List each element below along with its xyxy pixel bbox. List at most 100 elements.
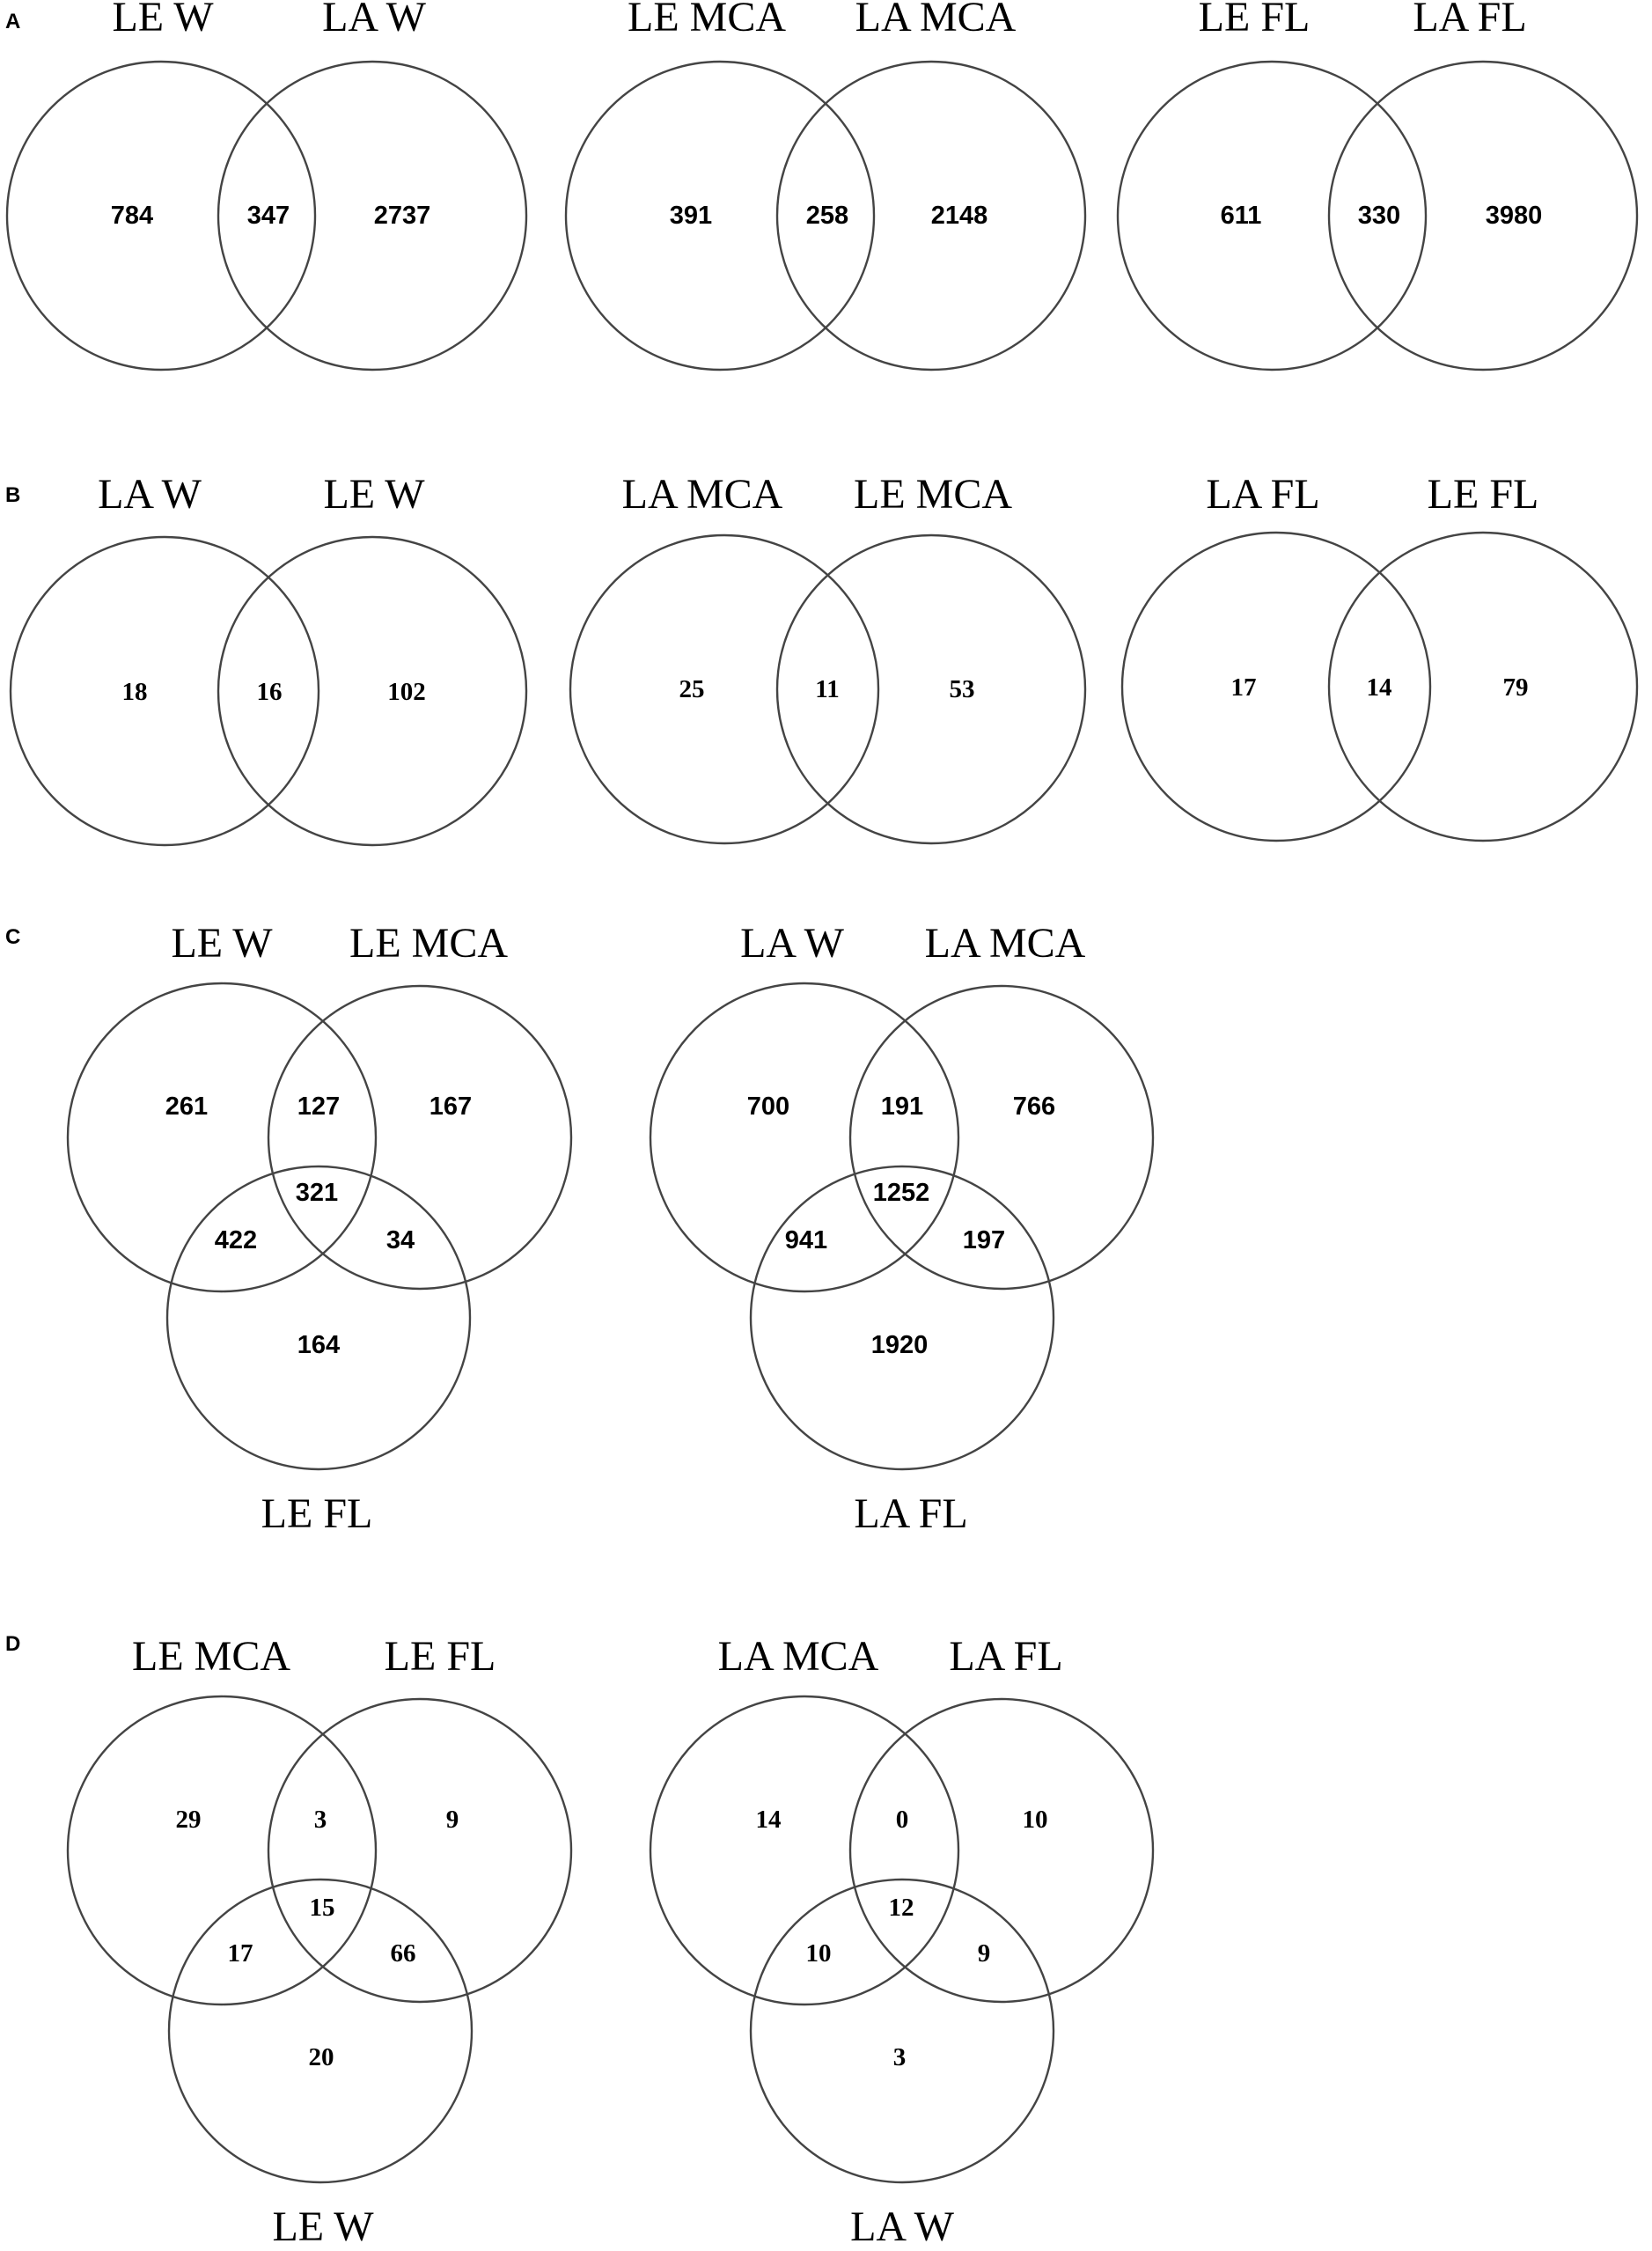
venn-d2-count-a: 14 — [756, 1806, 782, 1834]
venn-c2-count-abc: 1252 — [873, 1179, 930, 1207]
venn-a3-label-left: LE FL — [1199, 0, 1311, 40]
venn-d2-circle-bottom — [749, 1878, 1055, 2184]
venn-c1-count-bc: 34 — [386, 1226, 415, 1254]
venn-c2-count-ac: 941 — [785, 1226, 827, 1254]
venn-b3-count-right-only: 79 — [1503, 673, 1529, 702]
venn-d1-circle-bottom — [167, 1878, 474, 2184]
venn-a3-count-overlap: 330 — [1358, 202, 1400, 230]
venn-b2-label-left: LA MCA — [622, 471, 783, 518]
venn-d1-count-ac: 17 — [228, 1939, 253, 1968]
panel-b: B LA W LE W 18 16 102 LA MCA LE MCA 25 1… — [5, 471, 1639, 847]
venn-b2-circle-right — [775, 533, 1087, 845]
venn-c1-count-c: 164 — [297, 1331, 340, 1359]
venn-b1-count-right-only: 102 — [387, 678, 426, 706]
venn-b3-count-overlap: 14 — [1367, 673, 1392, 702]
venn-b2-label-right: LE MCA — [854, 471, 1012, 518]
venn-a2: LE MCA LA MCA 391 258 2148 — [564, 0, 1087, 371]
venn-b2-count-right-only: 53 — [950, 675, 975, 703]
venn-b3-label-right: LE FL — [1428, 471, 1539, 518]
venn-b1-label-right: LE W — [323, 471, 425, 518]
venn-d1-label-bottom: LE W — [272, 2203, 374, 2250]
venn-c2-count-b: 766 — [1013, 1092, 1055, 1121]
venn-c1-circle-top-left — [66, 982, 378, 1293]
venn-b1-count-overlap: 16 — [257, 678, 283, 706]
venn-b1-circle-left — [9, 535, 320, 847]
venn-a3-circle-left — [1116, 60, 1428, 371]
venn-c2-label-top-left: LA W — [740, 920, 844, 967]
venn-c2-circle-top-right — [848, 984, 1155, 1291]
venn-a2-circle-right — [775, 60, 1087, 371]
venn-b1-label-left: LA W — [98, 471, 202, 518]
venn-c1-label-top-left: LE W — [171, 920, 273, 967]
venn-a3-count-left-only: 611 — [1221, 202, 1262, 230]
venn-b2-circle-left — [569, 533, 880, 845]
venn-c2-circle-bottom — [749, 1165, 1055, 1471]
venn-a1-count-right-only: 2737 — [374, 202, 431, 230]
venn-d1-count-bc: 66 — [391, 1939, 416, 1968]
venn-c2-label-top-right: LA MCA — [925, 920, 1086, 967]
venn-d1-circle-top-right — [267, 1697, 573, 2004]
venn-c1-circle-bottom — [165, 1165, 472, 1471]
venn-c1-label-top-right: LE MCA — [349, 920, 508, 967]
venn-b2-count-left-only: 25 — [679, 675, 705, 703]
venn-d1-count-b: 9 — [446, 1806, 459, 1834]
venn-d1-count-ab: 3 — [314, 1806, 327, 1834]
venn-c1-count-ac: 422 — [215, 1226, 257, 1254]
venn-c2-count-bc: 197 — [963, 1226, 1005, 1254]
venn-d2-circle-top-right — [848, 1697, 1155, 2004]
panel-d-letter: D — [5, 1632, 20, 1656]
venn-c1-count-ab: 127 — [297, 1092, 340, 1121]
venn-c1: LE W LE MCA LE FL 261 127 167 321 422 34… — [66, 920, 573, 1537]
venn-b3-label-left: LA FL — [1206, 471, 1319, 518]
venn-d2-count-ab: 0 — [896, 1806, 909, 1834]
venn-a3-count-right-only: 3980 — [1486, 202, 1543, 230]
venn-d2-count-abc: 12 — [889, 1894, 914, 1922]
venn-a1-count-left-only: 784 — [111, 202, 153, 230]
venn-c2-count-c: 1920 — [871, 1331, 929, 1359]
venn-a3-circle-right — [1327, 60, 1639, 371]
venn-a1-label-left: LE W — [112, 0, 214, 40]
venn-d1-circle-top-left — [66, 1695, 378, 2006]
venn-c2-label-bottom: LA FL — [854, 1490, 967, 1537]
venn-b1: LA W LE W 18 16 102 — [9, 471, 528, 847]
venn-b3-count-left-only: 17 — [1231, 673, 1257, 702]
venn-d2-count-c: 3 — [893, 2043, 907, 2071]
venn-b2: LA MCA LE MCA 25 11 53 — [569, 471, 1087, 845]
venn-c1-label-bottom: LE FL — [261, 1490, 373, 1537]
venn-a1-label-right: LA W — [322, 0, 426, 40]
venn-a2-count-overlap: 258 — [806, 202, 848, 230]
venn-c1-count-abc: 321 — [296, 1179, 338, 1207]
venn-c2-count-ab: 191 — [881, 1092, 923, 1121]
venn-a3: LE FL LA FL 611 330 3980 — [1116, 0, 1639, 371]
venn-c1-count-a: 261 — [165, 1092, 208, 1121]
venn-b3-circle-left — [1120, 531, 1432, 842]
venn-a1-circle-right — [217, 60, 528, 371]
panel-a-letter: A — [5, 10, 20, 33]
venn-b1-count-left-only: 18 — [122, 678, 148, 706]
venn-c2: LA W LA MCA LA FL 700 191 766 1252 941 1… — [649, 920, 1155, 1537]
venn-b2-count-overlap: 11 — [815, 675, 839, 703]
venn-a2-count-left-only: 391 — [670, 202, 712, 230]
venn-a2-circle-left — [564, 60, 876, 371]
venn-b3-circle-right — [1327, 531, 1639, 842]
venn-a2-count-right-only: 2148 — [931, 202, 988, 230]
venn-a2-label-right: LA MCA — [855, 0, 1017, 40]
venn-c2-count-a: 700 — [747, 1092, 789, 1121]
venn-d2-count-bc: 9 — [978, 1939, 991, 1968]
panel-b-letter: B — [5, 483, 20, 507]
venn-a2-label-left: LE MCA — [628, 0, 786, 40]
venn-d2: LA MCA LA FL LA W 14 0 10 12 10 9 3 — [649, 1633, 1155, 2250]
venn-b3: LA FL LE FL 17 14 79 — [1120, 471, 1639, 842]
venn-a1-count-overlap: 347 — [247, 202, 290, 230]
venn-c1-count-b: 167 — [430, 1092, 472, 1121]
venn-d1: LE MCA LE FL LE W 29 3 9 15 17 66 20 — [66, 1633, 573, 2250]
venn-d2-label-top-left: LA MCA — [718, 1633, 879, 1680]
venn-a1-circle-left — [5, 60, 317, 371]
venn-d2-circle-top-left — [649, 1695, 960, 2006]
venn-d2-count-ac: 10 — [806, 1939, 832, 1968]
venn-d1-count-a: 29 — [176, 1806, 202, 1834]
venn-d2-label-bottom: LA W — [850, 2203, 954, 2250]
venn-b1-circle-right — [217, 535, 528, 847]
venn-d2-count-b: 10 — [1023, 1806, 1048, 1834]
